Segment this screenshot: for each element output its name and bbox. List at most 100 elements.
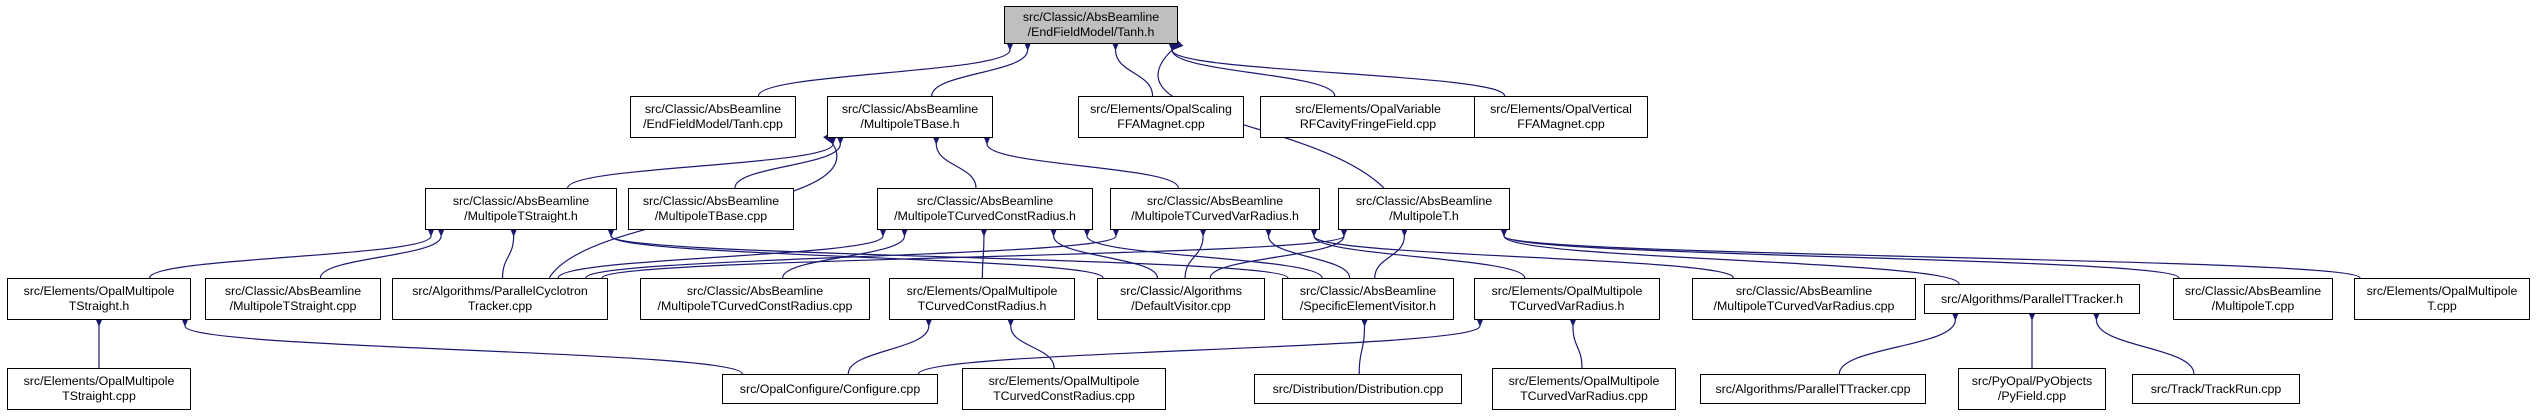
dependency-edge [931,38,1033,97]
graph-node-label: src/Elements/OpalMultipole [1491,284,1643,298]
graph-node-label: src/Classic/AbsBeamline [642,194,780,208]
graph-node-label: src/Classic/AbsBeamline [1299,284,1437,298]
graph-node-label: src/Algorithms/ParallelTTracker.cpp [1715,381,1911,396]
dependency-edge [847,314,934,375]
graph-node-label: src/Classic/AbsBeamline [1355,194,1493,208]
graph-node-label: src/Elements/OpalVariable [1295,102,1441,116]
dependency-edge [605,224,1289,279]
graph-node-label: src/Classic/AbsBeamline [1022,10,1160,24]
graph-node-label: src/Elements/OpalMultipole [23,374,175,388]
graph-node[interactable]: src/Classic/AbsBeamline/MultipoleTStraig… [205,278,381,320]
graph-node[interactable]: src/Classic/AbsBeamline/EndFieldModel/Ta… [630,96,796,138]
graph-node-label: /SpecificElementVisitor.h [1299,299,1437,313]
dependency-edge [1498,224,2180,279]
graph-node-label: src/Classic/Algorithms [1120,284,1242,298]
graph-node[interactable]: src/Classic/AbsBeamline/MultipoleTBase.c… [628,188,794,230]
graph-node-label: TStraight.cpp [62,389,136,403]
graph-node-label: TCurvedConstRadius.cpp [993,389,1135,403]
graph-node-label: src/Classic/AbsBeamline [1146,194,1284,208]
graph-node-label: src/Elements/OpalVertical [1490,102,1632,116]
dependency-edge [1374,224,1410,279]
dependency-edge [1358,314,1370,375]
graph-node-label: FFAMagnet.cpp [1517,117,1605,131]
graph-node-label: src/Classic/AbsBeamline [686,284,824,298]
graph-node-label: /MultipoleTBase.cpp [654,209,768,223]
graph-node[interactable]: src/Classic/AbsBeamline/MultipoleTBase.h [827,96,993,138]
graph-node[interactable]: src/Classic/AbsBeamline/MultipoleTCurved… [1110,188,1320,230]
graph-node-label: /MultipoleTCurvedVarRadius.h [1131,209,1299,223]
graph-node[interactable]: src/OpalConfigure/Configure.cpp [722,374,938,404]
graph-node[interactable]: src/PyOpal/PyObjects/PyField.cpp [1958,368,2106,410]
graph-node-label: src/Classic/AbsBeamline [1735,284,1873,298]
graph-node-label: T.cpp [2427,299,2457,313]
graph-node-label: TCurvedConstRadius.h [917,299,1047,313]
dependency-edge [567,132,839,189]
dependency-edge [179,314,743,375]
graph-node-label: /MultipoleT.cpp [2211,299,2295,313]
graph-node-label: src/PyOpal/PyObjects [1971,374,2093,388]
graph-node[interactable]: src/Classic/Algorithms/DefaultVisitor.cp… [1097,278,1265,320]
graph-node-label: src/Classic/AbsBeamline [916,194,1054,208]
dependency-edge [1498,224,1960,285]
graph-node-label: FFAMagnet.cpp [1117,117,1205,131]
dependency-edge [1209,224,1350,279]
dependency-edge [1005,314,1055,369]
graph-node: src/Classic/AbsBeamline/EndFieldModel/Ta… [1004,6,1178,44]
graph-node[interactable]: src/Classic/AbsBeamline/MultipoleTCurved… [877,188,1093,230]
dependency-edge [557,224,889,279]
graph-node-label: /DefaultVisitor.cpp [1131,299,1231,313]
graph-node-label: src/Elements/OpalMultipole [2366,284,2518,298]
graph-node-label: /PyField.cpp [1997,389,2067,403]
graph-node[interactable]: src/Classic/AbsBeamline/MultipoleTCurved… [640,278,870,320]
graph-node-label: src/Elements/OpalMultipole [23,284,175,298]
graph-node[interactable]: src/Algorithms/ParallelTTracker.cpp [1700,374,1926,404]
dependency-edge [319,224,447,279]
dependency-edge [501,224,519,279]
dependency-edge [1166,38,1506,97]
graph-node-label: /MultipoleT.h [1389,209,1459,223]
graph-node-label: src/Classic/AbsBeamline [452,194,590,208]
graph-node-label: TCurvedVarRadius.h [1509,299,1625,313]
graph-node-label: src/Elements/OpalScaling [1090,102,1232,116]
dependency-edge [1184,224,1209,279]
dependency-edge [1308,224,1526,279]
graph-node-label: /MultipoleTCurvedVarRadius.cpp [1713,299,1895,313]
graph-node-label: /MultipoleTStraight.h [464,209,578,223]
graph-node[interactable]: src/Distribution/Distribution.cpp [1254,374,1462,404]
graph-node[interactable]: src/Classic/AbsBeamline/MultipoleTStraig… [425,188,617,230]
dependency-edge [1263,224,1351,279]
graph-node-label: src/OpalConfigure/Configure.cpp [739,381,921,396]
dependency-edge [585,224,1122,279]
graph-node[interactable]: src/Classic/AbsBeamline/SpecificElementV… [1282,278,1454,320]
dependency-edge [931,132,977,189]
graph-node-label: RFCavityFringeField.cpp [1299,117,1437,131]
graph-node-label: /EndFieldModel/Tanh.h [1027,25,1155,39]
dependency-edge [917,314,1486,375]
dependency-edge [1567,314,1583,369]
graph-node-label: src/Distribution/Distribution.cpp [1272,381,1444,396]
graph-node[interactable]: src/Classic/AbsBeamline/MultipoleTCurved… [1692,278,1916,320]
dependency-edge [981,132,1179,189]
graph-node[interactable]: src/Classic/AbsBeamline/MultipoleT.cpp [2173,278,2333,320]
graph-node-label: /MultipoleTStraight.cpp [229,299,357,313]
graph-node[interactable]: src/Track/TrackRun.cpp [2132,374,2300,404]
graph-node-label: /MultipoleTCurvedConstRadius.cpp [657,299,853,313]
graph-node-label: src/Classic/AbsBeamline [224,284,362,298]
graph-node-label: TStraight.h [68,299,130,313]
graph-node[interactable]: src/Classic/AbsBeamline/MultipoleT.h [1338,188,1510,230]
graph-node-label: src/Classic/AbsBeamline [644,102,782,116]
graph-node[interactable]: src/Algorithms/ParallelTTracker.h [1924,284,2140,314]
